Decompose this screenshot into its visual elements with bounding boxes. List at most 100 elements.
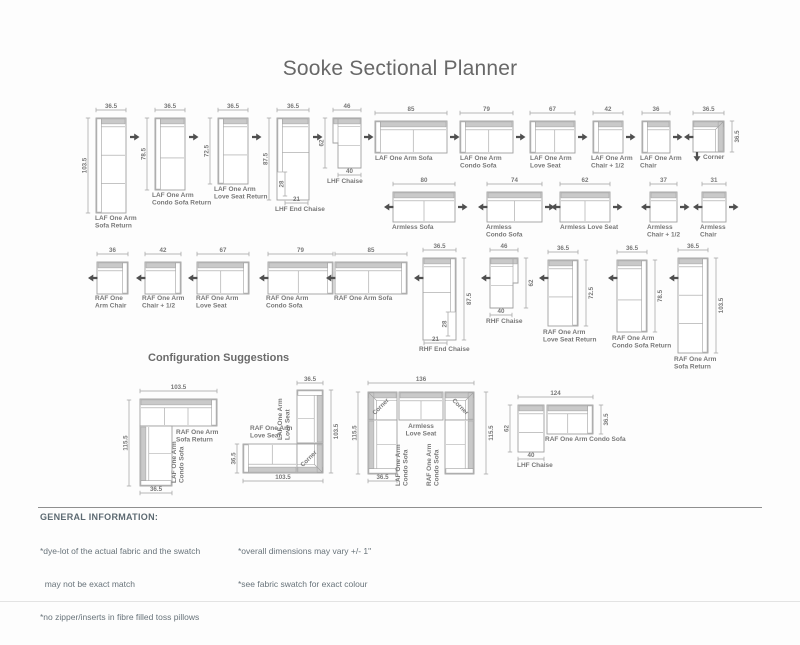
- piece-label: Armless: [408, 423, 434, 430]
- cfg2-raf-one-arm-love-seat: [242, 443, 298, 474]
- piece-label: RAF One: [95, 295, 123, 302]
- piece-label: Armless: [647, 224, 673, 231]
- dim-label: 103.5: [718, 297, 725, 313]
- cfg3-corner-left: [367, 391, 398, 421]
- page-title: Sooke Sectional Planner: [282, 57, 518, 80]
- piece-label: RAF One Arm: [266, 295, 309, 302]
- piece-label: Love Seat Return: [543, 336, 596, 343]
- piece-label: Love Seat: [196, 302, 228, 309]
- piece-label: Chair + 1/2: [591, 162, 624, 169]
- piece-label: Armless: [486, 224, 512, 231]
- arrow-left-icon: [188, 274, 198, 282]
- piece-label: RAF One Arm Condo Sofa: [545, 436, 626, 443]
- piece-label: Armless Sofa: [392, 224, 434, 231]
- arrow-left-icon: [684, 133, 694, 141]
- footer-divider: [38, 507, 762, 508]
- dim-label: 40: [498, 308, 505, 315]
- dim-label: 72.5: [588, 286, 595, 299]
- arrow-left-icon: [669, 274, 679, 282]
- dim-label: 46: [501, 243, 508, 250]
- general-info-left-notes: *dye-lot of the actual fabric and the sw…: [40, 524, 200, 645]
- arrow-down-icon: [693, 152, 701, 162]
- piece-label: RHF Chaise: [486, 318, 523, 325]
- dim-label: 136: [416, 376, 427, 383]
- piece-label: Arm Chair: [95, 302, 127, 309]
- piece-label: Condo Sofa: [460, 162, 497, 169]
- cfg1-raf-one-arm-sofa-return: [139, 398, 218, 427]
- dim-label: 36.5: [227, 103, 240, 110]
- arrow-left-icon: [539, 274, 549, 282]
- piece-label: Love Seat: [250, 432, 282, 439]
- arrow-right-icon: [364, 133, 374, 141]
- piece-label: RAF One Arm: [176, 429, 219, 436]
- arrow-right-icon: [545, 203, 555, 211]
- piece-label: RAF One Arm: [426, 443, 433, 486]
- arrow-left-icon: [551, 203, 561, 211]
- dim-label: 36.5: [105, 103, 118, 110]
- page-bottom-edge: [0, 601, 800, 602]
- general-info-note: *overall dimensions may vary +/- 1": [238, 546, 372, 556]
- piece-label: LAF One Arm: [460, 155, 502, 162]
- piece-label: Condo Sofa Return: [612, 342, 671, 349]
- dim-label: 36: [653, 106, 660, 113]
- cfg1-laf-one-arm-condo-sofa: [139, 425, 173, 487]
- dim-label: 40: [346, 168, 353, 175]
- dim-label: 67: [549, 106, 556, 113]
- arrow-right-icon: [680, 203, 690, 211]
- dim-label: 103.5: [275, 474, 291, 481]
- dim-label: 103.5: [171, 384, 187, 391]
- general-info-note: *dye-lot of the actual fabric and the sw…: [40, 546, 201, 556]
- cfg2-corner: [296, 443, 324, 474]
- piece-label: Chair + 1/2: [142, 302, 175, 309]
- piece-label: Love Seat: [284, 408, 291, 440]
- arrow-left-icon: [326, 274, 336, 282]
- arrow-left-icon: [136, 274, 146, 282]
- cfg3-armless-love-seat: [398, 391, 444, 421]
- cfg2-laf-one-arm-love-seat: [296, 389, 324, 444]
- dim-label: 115.5: [352, 425, 359, 441]
- arrow-right-icon: [516, 133, 526, 141]
- piece-label: Condo Sofa: [402, 449, 409, 486]
- dim-label: 115.5: [123, 435, 130, 451]
- piece-label: LAF One Arm: [214, 186, 256, 193]
- cfg4-lhf-chaise: [517, 404, 545, 453]
- piece-label: Sofa Return: [95, 222, 132, 229]
- general-info-right-notes: *overall dimensions may vary +/- 1" *see…: [238, 524, 371, 612]
- piece-label: Love Seat: [406, 430, 438, 437]
- piece-label: Armless: [700, 224, 726, 231]
- piece-label: RAF One Arm: [142, 295, 185, 302]
- arrow-left-icon: [693, 203, 703, 211]
- dim-label: 36: [109, 247, 116, 254]
- dim-label: 42: [160, 247, 167, 254]
- piece-label: Chair: [700, 231, 717, 238]
- dim-label: 36.5: [164, 103, 177, 110]
- arrow-left-icon: [384, 203, 394, 211]
- piece-label: Chair: [640, 162, 657, 169]
- arrow-left-icon: [608, 274, 618, 282]
- piece-label: RAF One Arm: [196, 295, 239, 302]
- dim-label: 46: [344, 103, 351, 110]
- dim-label: 31: [711, 177, 718, 184]
- cfg3-raf-one-arm-condo-sofa: [444, 419, 475, 475]
- arrow-left-icon: [414, 274, 424, 282]
- dim-label: 36.5: [702, 106, 715, 113]
- piece-label: Love Seat: [530, 162, 562, 169]
